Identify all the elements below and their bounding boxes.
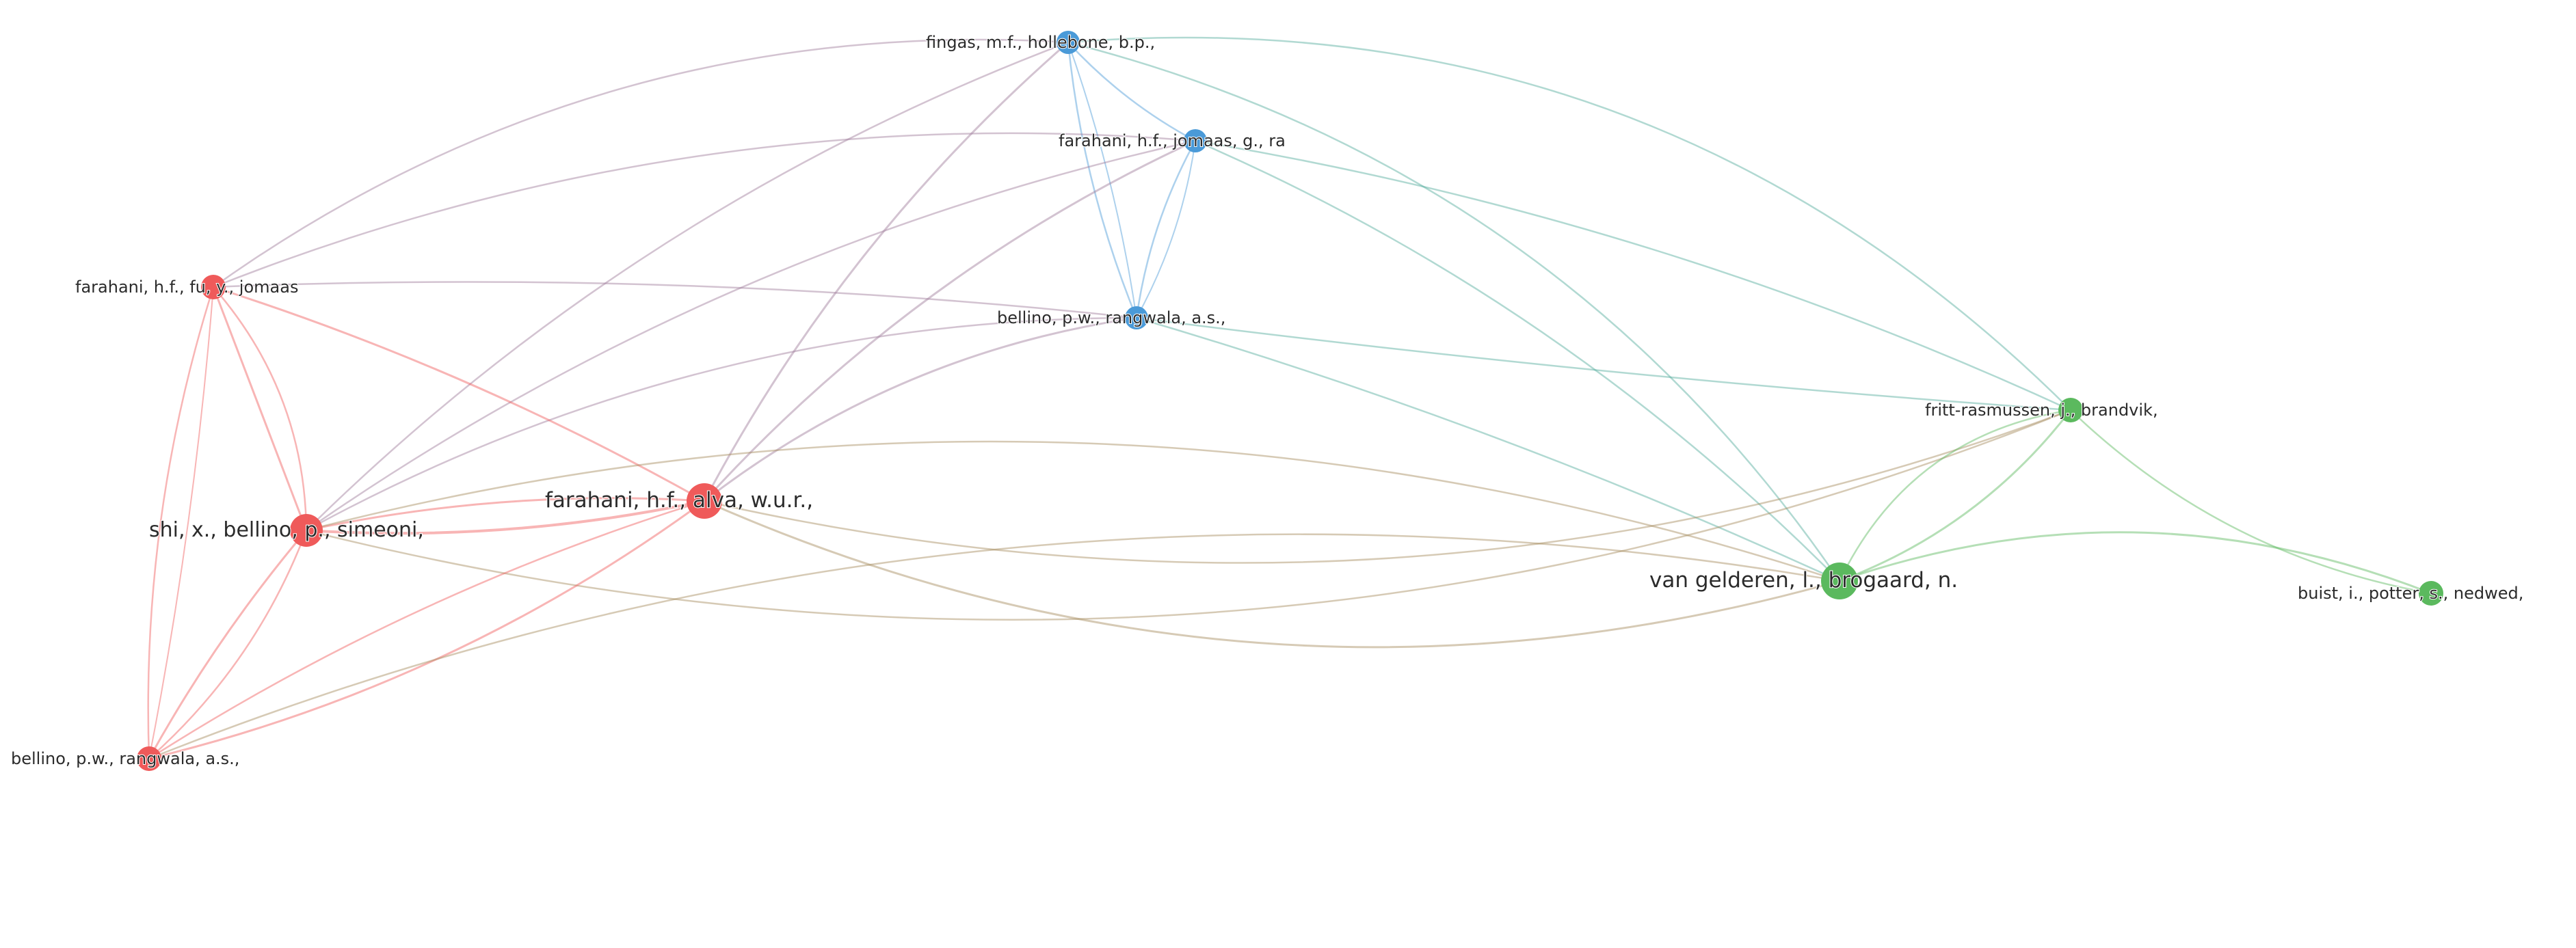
edge-bellino-blue-shi xyxy=(305,316,1138,532)
edge-fingas-fritt xyxy=(1067,36,2072,411)
labels-layer: fingas, m.f., hollebone, b.p., farahani, … xyxy=(10,32,2524,769)
node-label-fingas: fingas, m.f., hollebone, b.p., xyxy=(926,33,1155,52)
node-bellino-blue[interactable] xyxy=(1125,306,1148,329)
edge-fingas-farahani-alva xyxy=(703,41,1070,502)
node-shi[interactable] xyxy=(290,514,323,547)
node-label-bellino-blue: bellino, p.w., rangwala, a.s., xyxy=(997,308,1225,327)
edge-farahani-fu-farahani-alva xyxy=(212,286,706,502)
edge-farahani-alva-bellino-red xyxy=(148,500,706,760)
edge-fingas-farahani-jomaas xyxy=(1067,41,1197,142)
edge-bellino-blue-fritt xyxy=(1135,316,2072,411)
node-label-bellino-red: bellino, p.w., rangwala, a.s., xyxy=(11,749,239,768)
node-buist[interactable] xyxy=(2419,581,2443,606)
edge-farahani-jomaas-farahani-alva xyxy=(703,139,1197,502)
edge-farahani-alva-vangelderen xyxy=(703,500,1841,649)
edge-shi-farahani-alva xyxy=(305,500,706,535)
edge-farahani-jomaas-bellino-blue xyxy=(1135,139,1197,319)
node-label-buist: buist, i., potter, s., nedwed, xyxy=(2298,584,2523,603)
node-fritt[interactable] xyxy=(2058,398,2083,422)
node-farahani-fu[interactable] xyxy=(201,275,226,299)
edge-farahani-fu-shi xyxy=(212,286,308,532)
node-farahani-jomaas[interactable] xyxy=(1184,129,1207,152)
node-bellino-red[interactable] xyxy=(137,746,161,771)
edge-vangelderen-buist xyxy=(1838,531,2432,595)
edge-farahani-fu-bellino-red xyxy=(147,286,215,760)
node-label-farahani-jomaas: farahani, h.f., jomaas, g., ra xyxy=(1059,131,1286,150)
node-label-farahani-alva: farahani, h.f., alva, w.u.r., xyxy=(545,488,813,513)
edge-farahani-jomaas-vangelderen xyxy=(1194,139,1841,582)
node-farahani-alva[interactable] xyxy=(687,483,722,519)
node-vangelderen[interactable] xyxy=(1821,563,1858,599)
edge-farahani-jomaas-farahani-fu xyxy=(212,132,1197,288)
edge-fingas-vangelderen xyxy=(1067,41,1841,582)
edge-farahani-jomaas-shi xyxy=(305,139,1197,532)
node-label-farahani-fu: farahani, h.f., fu, y., jomaas xyxy=(75,277,298,297)
edge-farahani-alva-fritt xyxy=(703,409,2072,564)
edge-vangelderen-fritt xyxy=(1838,409,2072,582)
edge-shi-bellino-red xyxy=(148,529,308,760)
edge-fingas-bellino-blue xyxy=(1067,42,1137,319)
edge-shi-farahani-alva xyxy=(305,497,706,532)
edge-shi-bellino-red xyxy=(148,529,308,760)
nodes-layer xyxy=(137,31,2443,771)
edge-bellino-blue-vangelderen xyxy=(1135,316,1841,582)
edge-shi-fritt xyxy=(305,409,2072,621)
edge-farahani-jomaas-fritt xyxy=(1194,139,2072,411)
edge-vangelderen-fritt xyxy=(1838,409,2072,582)
node-label-fritt: fritt-rasmussen, j., brandvik, xyxy=(1925,401,2158,420)
edges-layer xyxy=(147,36,2432,760)
edge-farahani-jomaas-bellino-blue xyxy=(1136,140,1196,319)
node-label-shi: shi, x., bellino, p., simeoni, xyxy=(149,518,424,542)
edge-shi-vangelderen xyxy=(305,440,1841,582)
edge-fingas-shi xyxy=(305,41,1070,532)
edge-fingas-farahani-fu xyxy=(212,38,1070,288)
edge-bellino-blue-farahani-alva xyxy=(703,316,1138,502)
edge-farahani-fu-shi xyxy=(212,286,308,532)
edge-bellino-blue-farahani-fu xyxy=(212,281,1138,319)
edge-fritt-buist xyxy=(2069,409,2432,595)
node-fingas[interactable] xyxy=(1057,31,1080,54)
edge-bellino-red-vangelderen xyxy=(148,533,1841,760)
node-label-vangelderen: van gelderen, l., brogaard, n. xyxy=(1649,568,1958,593)
edge-fingas-bellino-blue xyxy=(1067,41,1138,319)
edge-farahani-alva-bellino-red xyxy=(148,500,706,760)
edge-farahani-fu-bellino-red xyxy=(148,286,214,759)
